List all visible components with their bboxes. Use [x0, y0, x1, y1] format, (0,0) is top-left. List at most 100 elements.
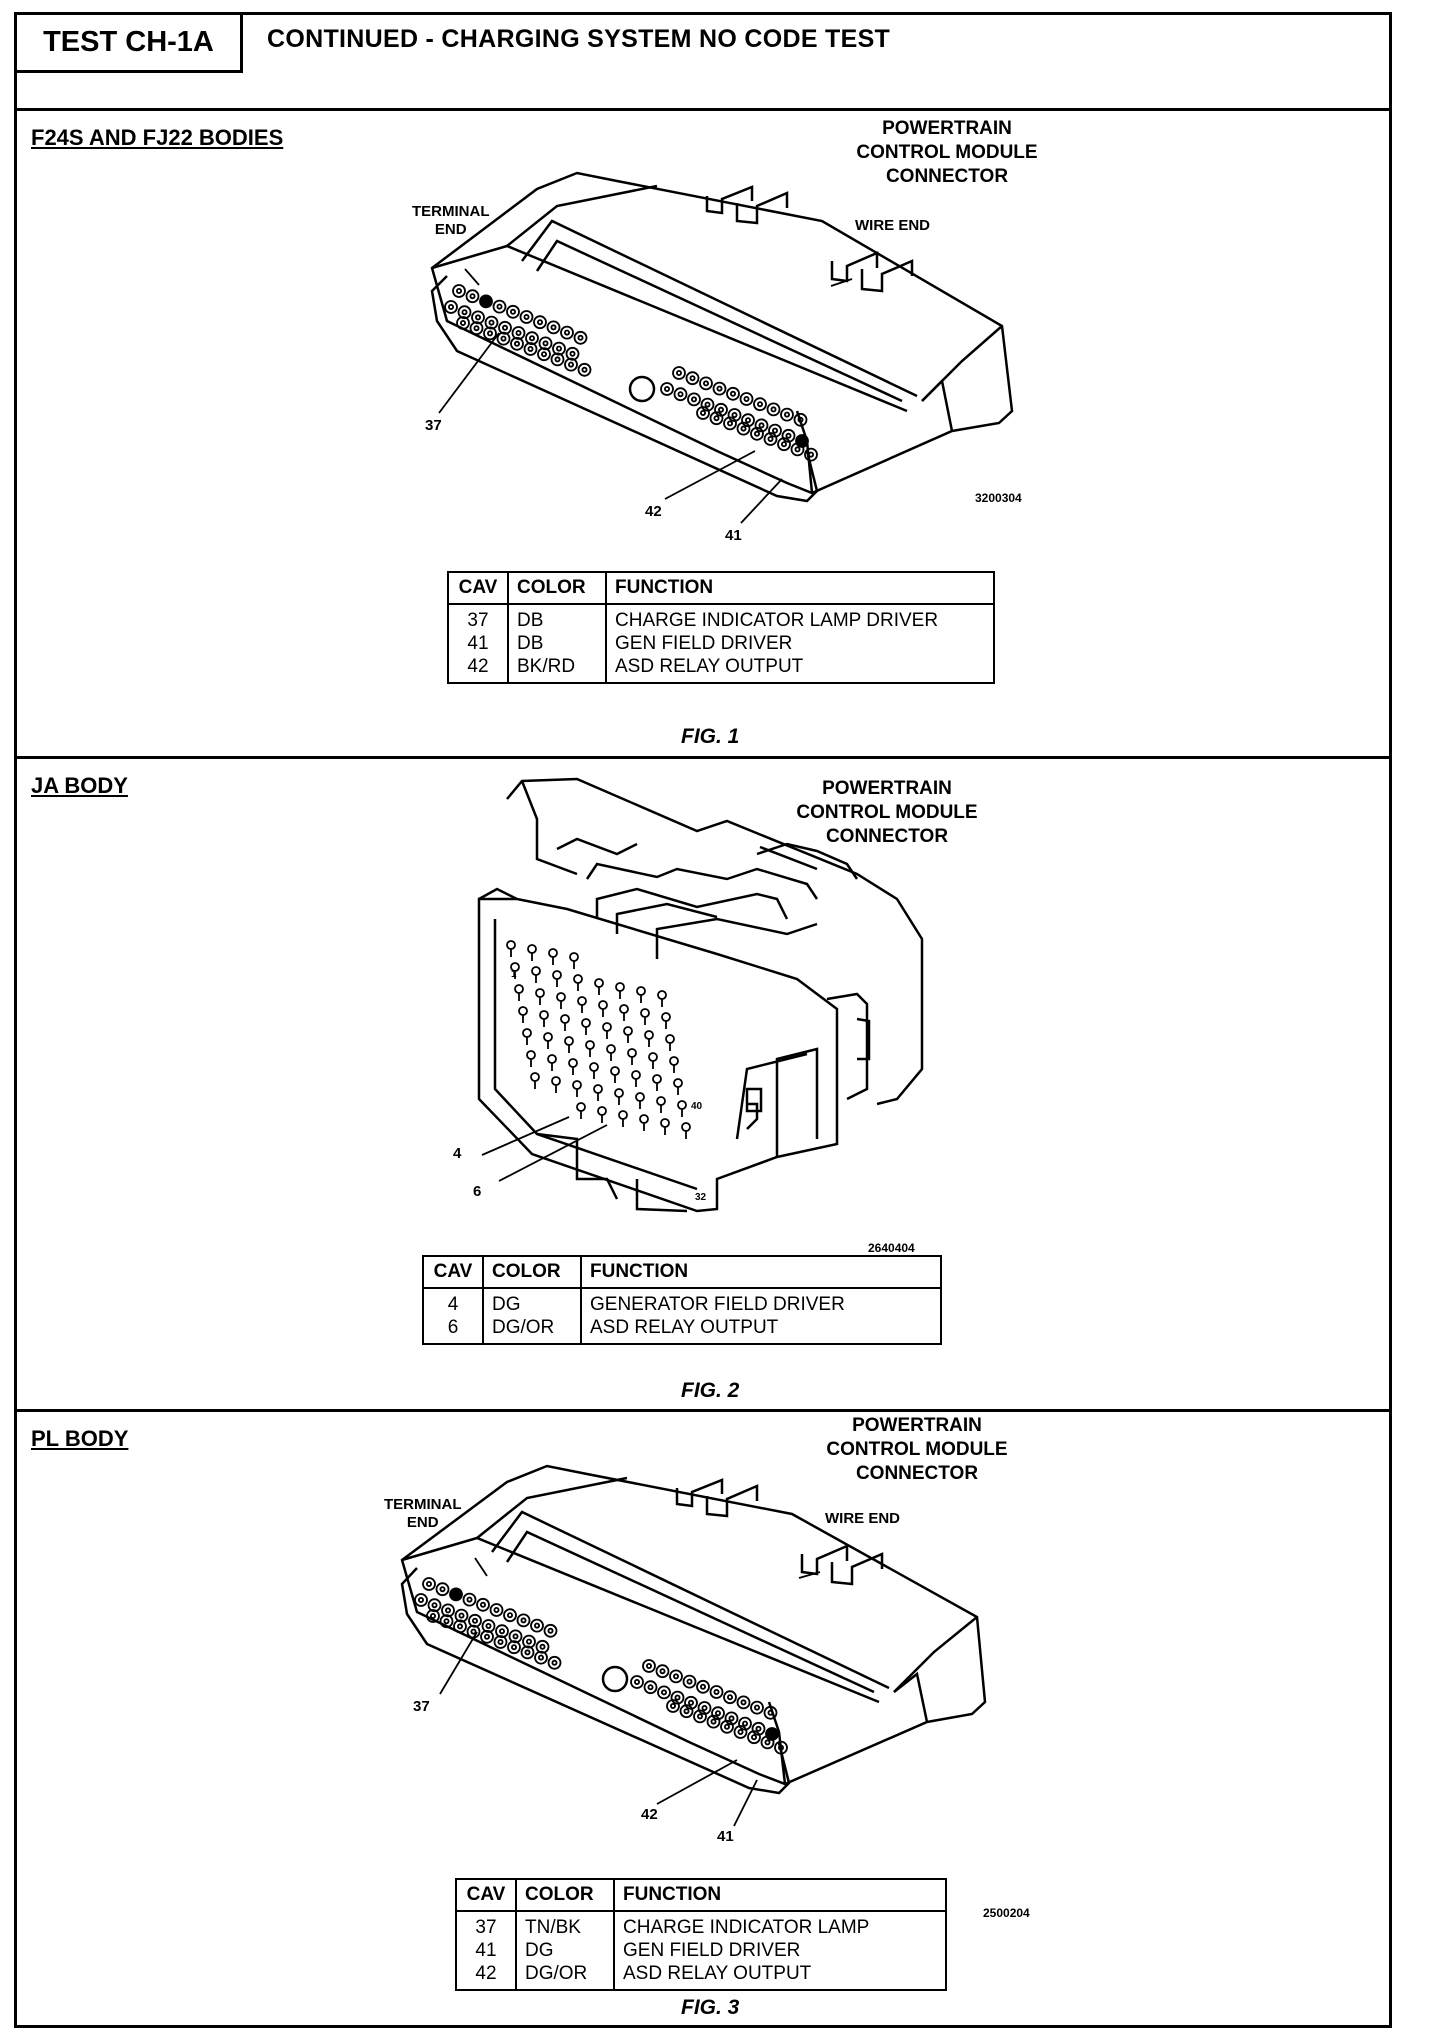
pin-cavity — [426, 1609, 440, 1623]
pin-cavity — [726, 386, 740, 401]
pin-cavity — [751, 1721, 766, 1736]
pin-contact — [784, 411, 791, 418]
pin-cavity — [449, 1587, 463, 1602]
pin-contact — [483, 1633, 490, 1640]
pin-cavity — [627, 1048, 637, 1065]
pin-cavity — [723, 1690, 737, 1705]
pin-cavity — [661, 1012, 671, 1029]
pin-cavity — [709, 1685, 724, 1699]
pin-contact — [664, 385, 671, 392]
pin-cavity — [526, 1050, 536, 1067]
pin-contact — [718, 406, 725, 413]
col-color: COLOR — [515, 1878, 615, 1912]
pin-cavity — [547, 1655, 562, 1670]
pin-contact — [731, 411, 738, 418]
pin-cavity — [768, 423, 782, 438]
pin-contact — [456, 1623, 463, 1630]
pin-contact — [498, 1628, 505, 1635]
pin-cavity — [738, 1716, 752, 1731]
pin-cavity — [685, 371, 700, 386]
pin-contact — [455, 287, 462, 294]
col-function: FUNCTION — [613, 1878, 947, 1912]
pin-cavity — [593, 1084, 603, 1101]
pin-cavity — [644, 1030, 654, 1047]
pin-cavity — [763, 432, 778, 446]
pin-cavity — [714, 402, 728, 417]
pin-contact — [527, 345, 534, 352]
pin-cavity — [533, 315, 547, 330]
pin-cavity — [435, 1582, 450, 1597]
pin-contact — [509, 308, 516, 315]
pin-cavity — [581, 1018, 591, 1035]
pin-cavity — [711, 1706, 725, 1721]
pin-contact — [745, 417, 752, 424]
pin-cavity — [469, 321, 484, 336]
pin-contact — [730, 390, 737, 397]
pin-cavity — [618, 1110, 628, 1127]
pin-contact — [716, 385, 723, 392]
pin-cavity — [531, 966, 541, 983]
col-function: FUNCTION — [605, 571, 995, 605]
pin-contact — [496, 303, 503, 310]
page-header: TEST CH-1A CONTINUED - CHARGING SYSTEM N… — [17, 15, 1389, 111]
pin-cavity — [476, 1597, 490, 1612]
pin-cavity — [547, 1054, 557, 1071]
pin-cavity — [568, 1058, 578, 1075]
pin-cavity — [660, 382, 674, 396]
pin-contact — [737, 1728, 744, 1735]
pin-cavity — [483, 326, 497, 341]
pin-cavity — [471, 310, 485, 325]
pin-cavity — [589, 1062, 599, 1079]
pin-cavity — [511, 326, 526, 340]
pin-cavity — [643, 1680, 658, 1695]
pin-cavity — [635, 1092, 645, 1109]
pin-contact — [541, 351, 548, 358]
pin-cavity — [747, 1730, 761, 1745]
pin-contact — [459, 319, 466, 326]
pin-contact — [715, 1710, 722, 1717]
pin-cavity — [456, 316, 470, 330]
pin-cavity — [727, 408, 742, 422]
terminal-end-label: TERMINAL END — [384, 1496, 462, 1531]
pin-cavity — [457, 305, 472, 320]
pin-contact — [556, 345, 563, 352]
pin-contact — [473, 325, 480, 332]
pin-cavity — [706, 1714, 721, 1729]
pin-cavity — [780, 407, 794, 422]
pin-contact — [799, 437, 806, 444]
pin-cavity — [422, 1577, 436, 1591]
pin-contact — [689, 375, 696, 382]
pin-contact — [754, 1704, 761, 1711]
pin-contact — [772, 427, 779, 434]
pin-cavity — [534, 1650, 548, 1665]
pin-contact — [676, 369, 683, 376]
pin-contact — [688, 1699, 695, 1706]
pin-contact — [500, 335, 507, 342]
pin-cavity — [493, 1635, 508, 1649]
figure-caption: FIG. 1 — [681, 725, 740, 748]
pin-cavity — [548, 948, 558, 965]
pin-cavity — [614, 1088, 624, 1105]
callout-4: 4 — [453, 1145, 462, 1162]
pin-contact — [724, 1723, 731, 1730]
pin-cavity — [598, 1000, 608, 1017]
pin-cavity — [453, 1619, 467, 1634]
pin-cavity — [573, 974, 583, 991]
pin-contact — [469, 293, 476, 300]
pin-cavity — [682, 1674, 697, 1689]
connector-label: POWERTRAIN CONTROL MODULE CONNECTOR — [856, 118, 1038, 187]
pin-contact — [767, 435, 774, 442]
callout-41: 41 — [725, 527, 742, 544]
pin-contact — [529, 335, 536, 342]
terminal-end-label: TERMINAL END — [412, 203, 490, 238]
pin-cavity — [484, 315, 499, 330]
pin-cavity — [560, 325, 574, 340]
pin-contact — [479, 1601, 486, 1608]
col-color: COLOR — [482, 1255, 582, 1289]
pin-cavity — [510, 336, 524, 351]
pin-cavity — [520, 1645, 535, 1660]
